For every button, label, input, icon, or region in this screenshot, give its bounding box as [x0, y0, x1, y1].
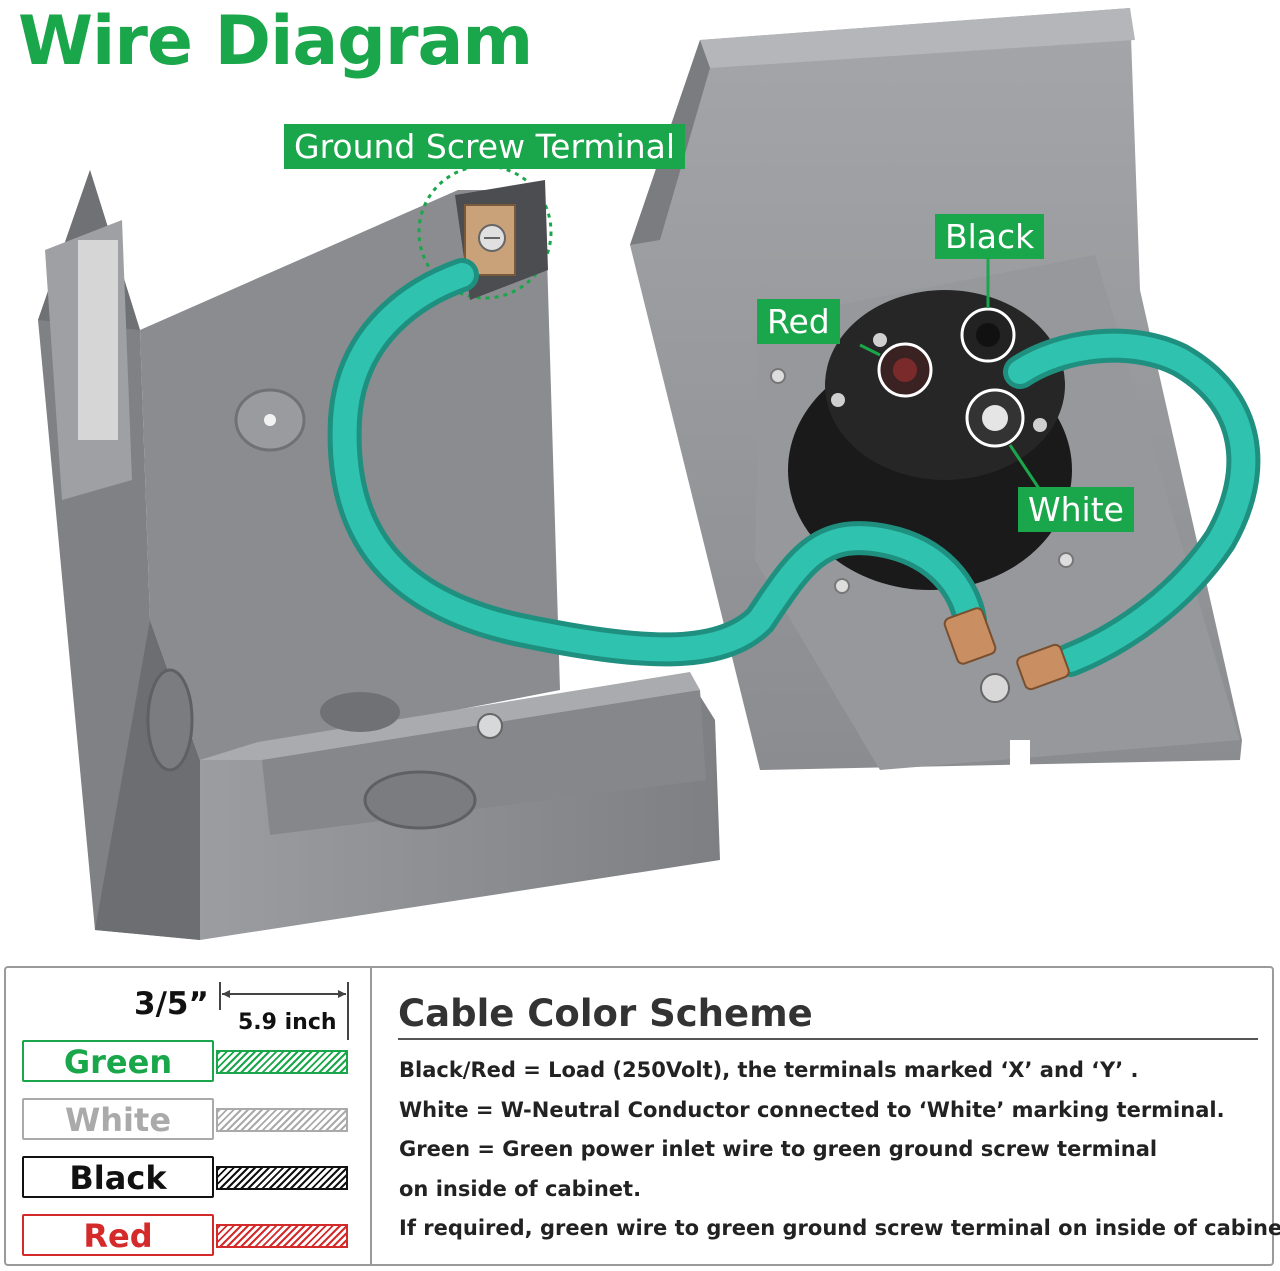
legend-swatch-black: Black — [22, 1156, 214, 1198]
legend-row-green: Green — [22, 1040, 352, 1084]
legend-row-red: Red — [22, 1214, 352, 1258]
callout-leaders — [417, 164, 1042, 491]
legend-divider — [370, 968, 372, 1264]
legend-hatch-red — [216, 1224, 348, 1248]
wire-length-label: 5.9 inch — [238, 1010, 337, 1035]
legend-row-white: White — [22, 1098, 352, 1142]
cable-color-scheme-title: Cable Color Scheme — [398, 992, 813, 1035]
white-terminal-callout: White — [1018, 487, 1134, 532]
black-terminal-callout: Black — [935, 214, 1045, 259]
legend-hatch-white — [216, 1108, 348, 1132]
cable-color-scheme-rule — [398, 1038, 1258, 1040]
length-dimension-tail — [347, 1008, 349, 1040]
legend-hatch-green — [216, 1050, 348, 1074]
length-dimension-line — [219, 982, 349, 1010]
ground-screw-terminal — [455, 180, 548, 300]
legend-swatch-green: Green — [22, 1040, 214, 1082]
diagram-title: Wire Diagram — [18, 2, 533, 81]
legend-row-black: Black — [22, 1156, 352, 1200]
red-terminal-callout: Red — [757, 299, 840, 344]
scheme-line-optional: If required, green wire to green ground … — [399, 1216, 1280, 1240]
legend-panel: 3/5” 5.9 inch Green White Black Red Cabl… — [4, 966, 1280, 1266]
legend-swatch-red: Red — [22, 1214, 214, 1256]
legend-hatch-black — [216, 1166, 348, 1190]
wire-gauge-label: 3/5” — [134, 986, 209, 1022]
scheme-line-ground-cont: on inside of cabinet. — [399, 1177, 642, 1201]
ground-wire — [327, 258, 1261, 703]
scheme-line-ground: Green = Green power inlet wire to green … — [399, 1137, 1158, 1161]
scheme-line-neutral: White = W-Neutral Conductor connected to… — [399, 1098, 1225, 1122]
legend-swatch-white: White — [22, 1098, 214, 1140]
enclosure-illustration — [38, 8, 1261, 940]
scheme-line-load: Black/Red = Load (250Volt), the terminal… — [399, 1058, 1139, 1082]
ground-screw-terminal-callout: Ground Screw Terminal — [284, 124, 686, 169]
